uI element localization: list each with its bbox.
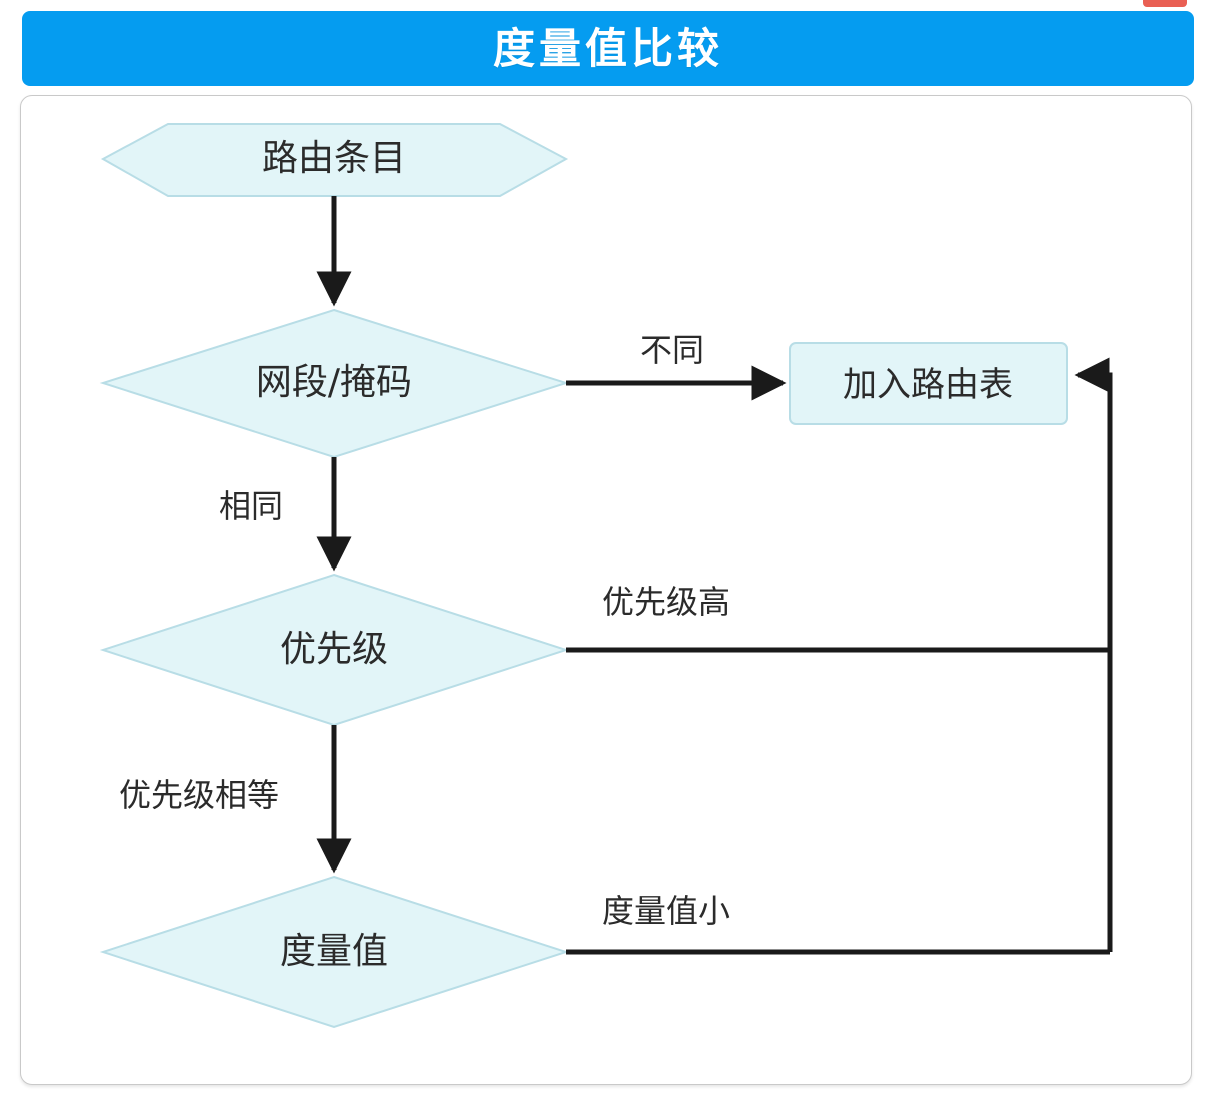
node-metric-label: 度量值: [279, 931, 389, 972]
edge-label-priority-equal: 优先级相等: [118, 776, 280, 814]
edge-label-different: 不同: [639, 331, 705, 369]
top-red-tab: [1143, 0, 1187, 7]
node-network-mask-label: 网段/掩码: [255, 362, 413, 403]
edge-label-priority-higher: 优先级高: [601, 583, 731, 621]
edge-label-metric-smaller: 度量值小: [601, 892, 731, 930]
node-priority-label: 优先级: [279, 629, 389, 670]
page-title: 度量值比较: [492, 24, 723, 72]
edge-label-same: 相同: [218, 487, 284, 525]
node-route-entry-label: 路由条目: [261, 138, 407, 179]
title-banner: 度量值比较: [22, 11, 1194, 86]
node-add-to-table-label: 加入路由表: [843, 365, 1013, 405]
